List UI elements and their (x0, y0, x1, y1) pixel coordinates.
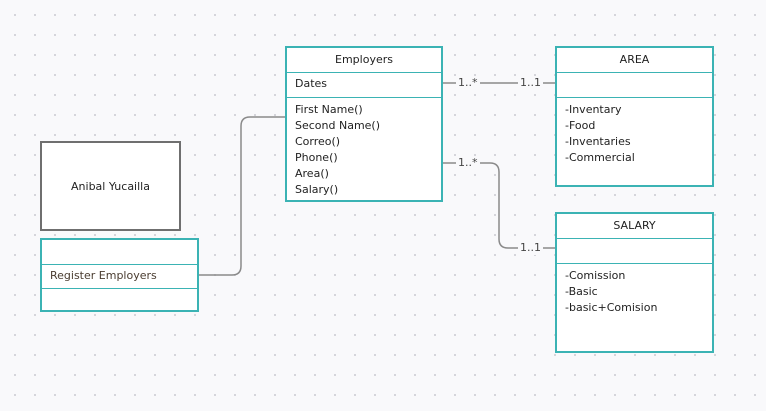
operation-item: First Name() (295, 103, 363, 116)
multiplicity-employers-salary-to: 1..1 (518, 241, 543, 255)
operation-item: -Inventaries (565, 135, 631, 148)
use-case-header (42, 240, 197, 264)
class-operations: First Name() Second Name() Correo() Phon… (287, 97, 441, 200)
actor-box[interactable]: Anibal Yucailla (40, 141, 181, 231)
operation-item: -Comission (565, 269, 626, 282)
multiplicity-employers-area-to: 1..1 (518, 76, 543, 90)
class-title: SALARY (613, 219, 656, 232)
actor-name: Anibal Yucailla (71, 179, 150, 193)
operation-item: Salary() (295, 183, 339, 196)
operation-item: Area() (295, 167, 329, 180)
connector-employers-salary[interactable] (442, 162, 556, 249)
class-operations: -Comission -Basic -basic+Comision (557, 263, 712, 351)
operation-item: Second Name() (295, 119, 381, 132)
class-attribute (557, 72, 712, 97)
class-salary[interactable]: SALARY -Comission -Basic -basic+Comision (555, 212, 714, 353)
class-attribute (557, 238, 712, 263)
multiplicity-employers-salary-from: 1..* (456, 156, 480, 170)
class-attribute: Dates (287, 72, 441, 97)
class-title: AREA (619, 53, 650, 66)
operation-item: Phone() (295, 151, 338, 164)
multiplicity-employers-area-from: 1..* (456, 76, 480, 90)
class-title: Employers (335, 53, 393, 66)
use-case-register-employers[interactable]: Register Employers (40, 238, 199, 312)
operation-item: -basic+Comision (565, 301, 658, 314)
connector-usecase-employers[interactable] (199, 116, 286, 276)
class-employers[interactable]: Employers Dates First Name() Second Name… (285, 46, 443, 202)
operation-item: Correo() (295, 135, 341, 148)
class-operations: -Inventary -Food -Inventaries -Commercia… (557, 97, 712, 185)
operation-item: -Inventary (565, 103, 622, 116)
operation-item: -Basic (565, 285, 598, 298)
operation-item: -Commercial (565, 151, 635, 164)
use-case-label: Register Employers (42, 264, 197, 289)
operation-item: -Food (565, 119, 596, 132)
class-area[interactable]: AREA -Inventary -Food -Inventaries -Comm… (555, 46, 714, 187)
